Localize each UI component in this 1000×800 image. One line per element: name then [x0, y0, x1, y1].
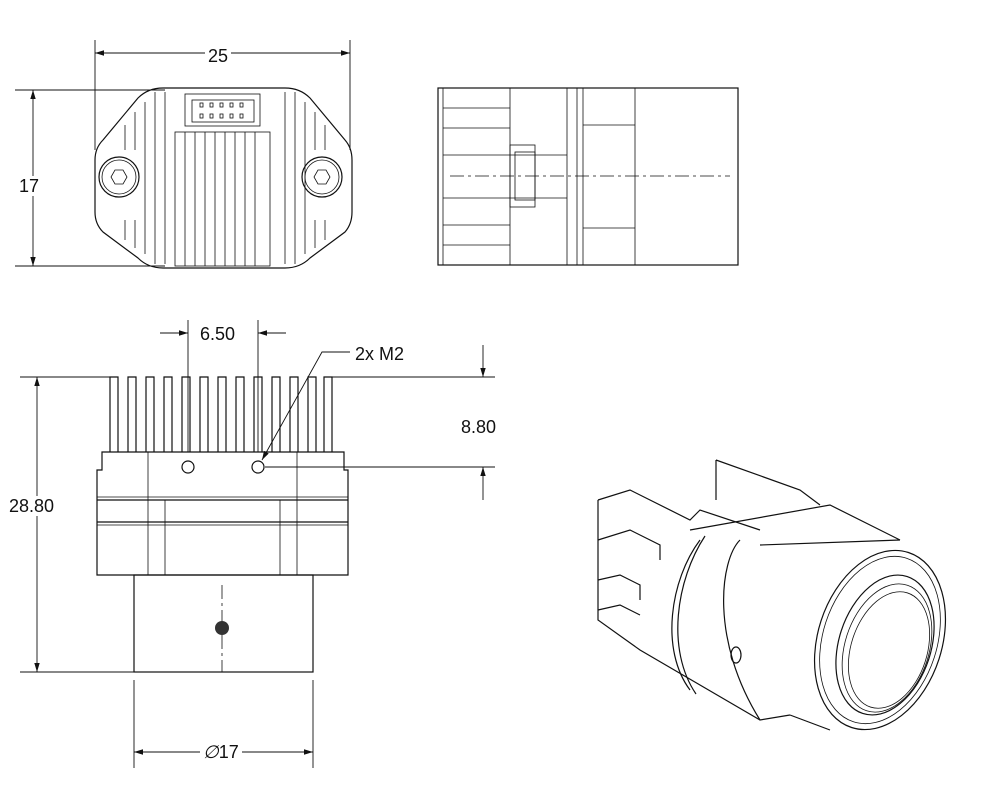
- dim-top-height: 17: [16, 176, 43, 196]
- dim-overall-height: 28.80: [6, 496, 58, 516]
- mount-hole-left: [98, 156, 140, 198]
- dim-hole-spacing: 6.50: [197, 324, 239, 344]
- isometric-view: [597, 459, 947, 731]
- cooling-fins: [109, 376, 333, 452]
- dim-diameter: ∅17: [200, 742, 242, 762]
- dim-hole-depth: 8.80: [458, 417, 500, 437]
- front-view: [20, 320, 495, 768]
- m2-hole-left: [181, 460, 195, 474]
- side-view: [437, 87, 739, 266]
- thread-callout: 2x M2: [352, 344, 408, 364]
- connector-pins: [199, 102, 244, 119]
- mount-hole-right: [301, 156, 343, 198]
- diameter-symbol: ∅: [203, 742, 219, 762]
- dim-top-width: 25: [205, 46, 232, 66]
- m2-hole-right: [251, 460, 265, 474]
- top-view: [15, 40, 353, 269]
- diameter-value: 17: [218, 742, 239, 762]
- set-screw-hole: [215, 621, 229, 635]
